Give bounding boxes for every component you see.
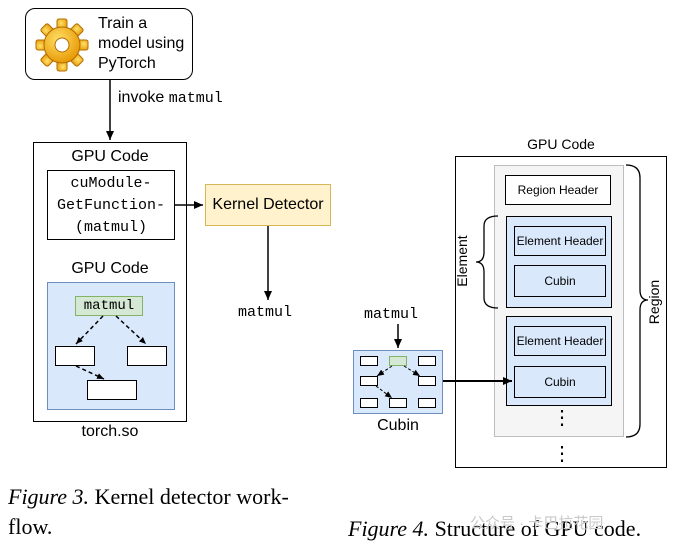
region-brace [625, 164, 649, 438]
cubin-1: Cubin [514, 265, 606, 297]
inner-node-bottom [87, 380, 137, 400]
small-node-top-left [360, 356, 378, 366]
small-node-mid-right [418, 376, 436, 386]
element-header-2: Element Header [514, 326, 606, 356]
figure4-caption: Figure 4. Structure of GPU code. [348, 514, 641, 544]
element-header-1: Element Header [514, 226, 606, 256]
train-box-line3: PyTorch [98, 55, 156, 72]
get-function-box: cuModule- GetFunction- (matmul) [47, 170, 175, 240]
detector-output: matmul [238, 304, 293, 321]
dash-matmul-right [115, 315, 147, 345]
dash-small-mid-bot [375, 385, 393, 399]
figure3-caption-prefix: Figure 3. [8, 484, 90, 509]
train-model-box: Train a model using PyTorch [25, 8, 193, 80]
gear-icon [34, 17, 90, 78]
fig4-title: GPU Code [527, 136, 595, 152]
figure4-caption-prefix: Figure 4. [348, 516, 430, 541]
element-brace [475, 215, 499, 309]
figure4-caption-text: Structure of GPU code. [429, 516, 642, 541]
outer-ellipsis: ⋮ [552, 443, 572, 465]
inner-matmul-node: matmul [75, 296, 143, 316]
small-node-bot-right [418, 398, 436, 408]
invoke-func: matmul [168, 90, 223, 107]
inner-node-right [127, 346, 167, 366]
dash-small-top-right [403, 365, 421, 377]
func-line3: (matmul) [74, 219, 147, 236]
dash-left-bottom [75, 365, 105, 380]
small-node-mid-left [360, 376, 378, 386]
func-line1: cuModule- [70, 175, 152, 192]
figure3-caption: Figure 3. Kernel detector work- flow. [8, 482, 348, 542]
func-line2: GetFunction- [56, 197, 166, 214]
watermark: 公众号 · 卡巴拉花园 [470, 515, 604, 532]
invoke-text: invoke [118, 89, 165, 106]
small-node-bot-left [360, 398, 378, 408]
torch-so-label: torch.so [81, 423, 139, 440]
kernel-detector-box: Kernel Detector [205, 184, 331, 226]
inner-ellipsis: ⋮ [552, 407, 572, 429]
small-cubin-label: Cubin [377, 417, 419, 434]
dash-matmul-left [75, 315, 104, 345]
figure3-caption-line2: flow. [8, 514, 53, 539]
small-node-top-mid [389, 356, 407, 366]
inner-node-left [55, 346, 95, 366]
cubin-2: Cubin [514, 366, 606, 398]
region-header-box: Region Header [505, 175, 611, 205]
dash-small-top-left [376, 365, 393, 377]
outer-gpu-code-title: GPU Code [71, 148, 149, 165]
small-node-top-right [418, 356, 436, 366]
small-node-bot-mid [389, 398, 407, 408]
figure3-caption-line1: Kernel detector work- [89, 484, 289, 509]
train-box-text: Train a model using PyTorch [98, 14, 184, 74]
inner-gpu-code-title: GPU Code [71, 260, 149, 277]
fig4-input-func: matmul [364, 306, 419, 323]
train-box-line2: model using [98, 35, 185, 52]
train-box-line1: Train a [98, 15, 148, 32]
invoke-label: invoke matmul [118, 89, 223, 107]
